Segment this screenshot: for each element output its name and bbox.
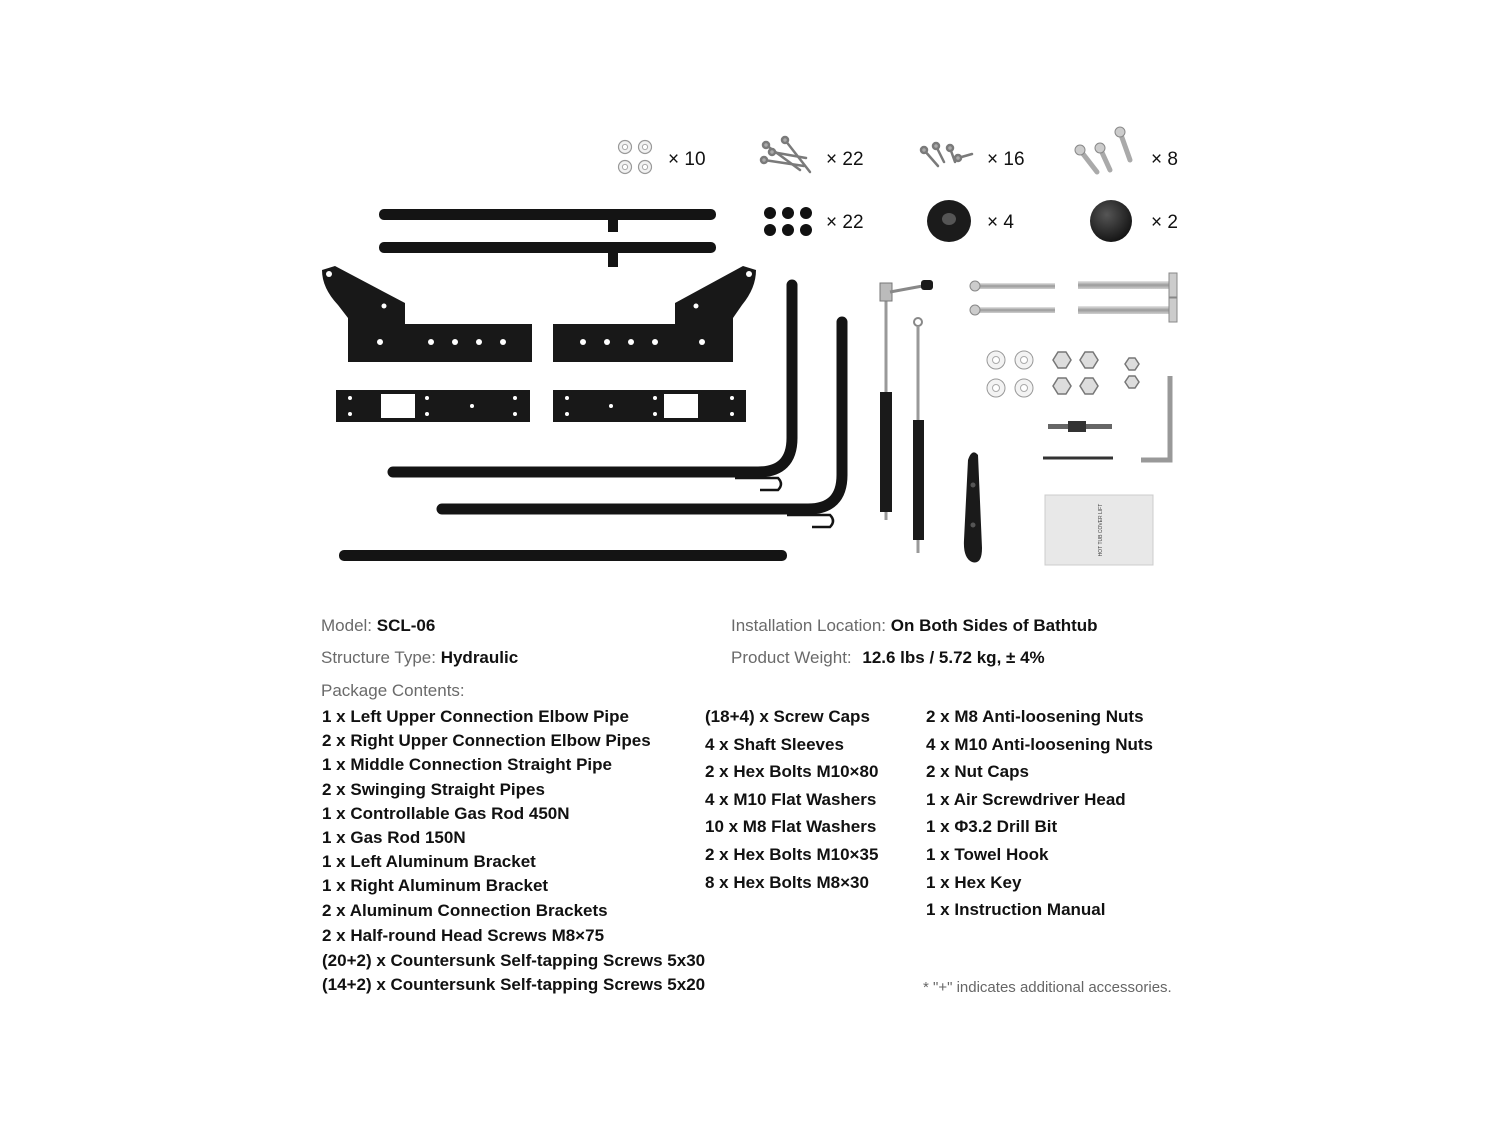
spec-installation-location: Installation Location: On Both Sides of … xyxy=(731,616,1098,636)
list-item: 1 x Left Aluminum Bracket xyxy=(322,852,536,872)
list-item: 4 x Shaft Sleeves xyxy=(705,734,844,754)
long-screws-icon xyxy=(759,135,812,174)
list-item: 1 x Instruction Manual xyxy=(926,900,1106,920)
list-item: 2 x Right Upper Connection Elbow Pipes xyxy=(322,731,651,751)
count-screw-caps: × 22 xyxy=(826,212,864,233)
list-item: 2 x Hex Bolts M10×35 xyxy=(705,844,879,864)
list-item: 1 x Towel Hook xyxy=(926,844,1049,864)
model-label: Model: xyxy=(321,616,373,635)
package-contents-column-1: 1 x Left Upper Connection Elbow Pipe 2 x… xyxy=(322,707,705,999)
swinging-straight-pipes xyxy=(379,209,716,267)
screw-caps-icon xyxy=(764,207,812,236)
list-item: 1 x Left Upper Connection Elbow Pipe xyxy=(322,707,629,726)
list-item: 1 x Hex Key xyxy=(926,872,1022,892)
structure-label: Structure Type: xyxy=(321,648,436,667)
count-half-round-bolts: × 8 xyxy=(1151,149,1178,170)
list-item: (14+2) x Countersunk Self-tapping Screws… xyxy=(322,974,706,994)
nut-cap-icon xyxy=(1090,200,1132,242)
list-item: 1 x Φ3.2 Drill Bit xyxy=(926,817,1058,837)
location-value: On Both Sides of Bathtub xyxy=(890,616,1098,635)
list-item: 2 x Nut Caps xyxy=(926,762,1029,782)
count-short-screws: × 16 xyxy=(987,149,1025,170)
middle-connection-straight-pipe xyxy=(339,550,787,561)
right-aluminum-bracket xyxy=(553,266,756,362)
hex-bolts-m10x80 xyxy=(1078,272,1178,323)
towel-hooks xyxy=(735,476,835,529)
parts-illustration: × 10 × 22 × 16 × 8 × 22 × 4 × 2 xyxy=(322,126,1178,566)
upper-connection-elbow-pipes xyxy=(387,279,848,515)
flat-washers-icon xyxy=(617,139,653,175)
list-item: 2 x M8 Anti-loosening Nuts xyxy=(926,707,1144,726)
half-round-head-screws-m8x75 xyxy=(969,280,1055,316)
list-item: (18+4) x Screw Caps xyxy=(705,707,870,726)
hex-key-icon xyxy=(1141,376,1173,463)
list-item: 1 x Gas Rod 150N xyxy=(322,827,466,847)
towel-hook-icon xyxy=(963,452,982,563)
footnote: * "+" indicates additional accessories. xyxy=(923,979,1172,996)
list-item: 4 x M10 Anti-loosening Nuts xyxy=(926,734,1154,754)
spec-product-weight: Product Weight: 12.6 lbs / 5.72 kg, ± 4% xyxy=(731,648,1045,668)
weight-value: 12.6 lbs / 5.72 kg, ± 4% xyxy=(862,648,1045,667)
spec-structure-type: Structure Type: Hydraulic xyxy=(321,648,518,668)
half-round-bolts-icon xyxy=(1074,126,1133,175)
aluminum-connection-brackets xyxy=(336,390,746,422)
list-item: 1 x Right Aluminum Bracket xyxy=(322,876,549,896)
count-long-screws: × 22 xyxy=(826,149,864,170)
list-item: 4 x M10 Flat Washers xyxy=(705,789,877,809)
package-contents-column-3: 2 x M8 Anti-loosening Nuts 4 x M10 Anti-… xyxy=(926,707,1153,928)
m10-anti-loosening-nuts-icon xyxy=(1052,351,1099,395)
list-item: 1 x Air Screwdriver Head xyxy=(926,789,1126,809)
count-nut-caps: × 2 xyxy=(1151,212,1178,233)
controllable-gas-rod xyxy=(879,280,933,520)
gas-rod xyxy=(913,317,924,553)
list-item: 10 x M8 Flat Washers xyxy=(705,817,877,837)
short-screws-icon xyxy=(919,141,974,168)
list-item: (20+2) x Countersunk Self-tapping Screws… xyxy=(322,950,706,970)
left-aluminum-bracket xyxy=(322,266,532,362)
m10-flat-washers-icon xyxy=(986,350,1034,398)
list-item: 2 x Half-round Head Screws M8×75 xyxy=(322,925,605,945)
list-item: 1 x Middle Connection Straight Pipe xyxy=(322,755,612,775)
shaft-sleeve-icon xyxy=(927,200,971,242)
list-item: 2 x Swinging Straight Pipes xyxy=(322,779,545,799)
air-screwdriver-head-icon xyxy=(1048,421,1112,432)
package-contents-label: Package Contents: xyxy=(321,681,465,700)
structure-value: Hydraulic xyxy=(440,648,519,667)
list-item: 2 x Aluminum Connection Brackets xyxy=(322,900,608,920)
manual-cover-title: HOT TUB COVER LIFT xyxy=(1098,504,1104,557)
list-item: 1 x Controllable Gas Rod 450N xyxy=(322,803,570,823)
spec-model: Model: SCL-06 xyxy=(321,616,435,636)
count-flat-washers: × 10 xyxy=(668,149,706,170)
list-item: 2 x Hex Bolts M10×80 xyxy=(705,762,879,782)
package-contents-column-2: (18+4) x Screw Caps 4 x Shaft Sleeves 2 … xyxy=(705,707,878,900)
instruction-manual-icon: HOT TUB COVER LIFT xyxy=(1044,494,1154,566)
m8-anti-loosening-nuts-icon xyxy=(1124,357,1140,389)
location-label: Installation Location: xyxy=(731,616,886,635)
weight-label: Product Weight: xyxy=(731,648,852,667)
model-value: SCL-06 xyxy=(376,616,436,635)
list-item: 8 x Hex Bolts M8×30 xyxy=(705,872,869,892)
count-shaft-sleeves: × 4 xyxy=(987,212,1014,233)
